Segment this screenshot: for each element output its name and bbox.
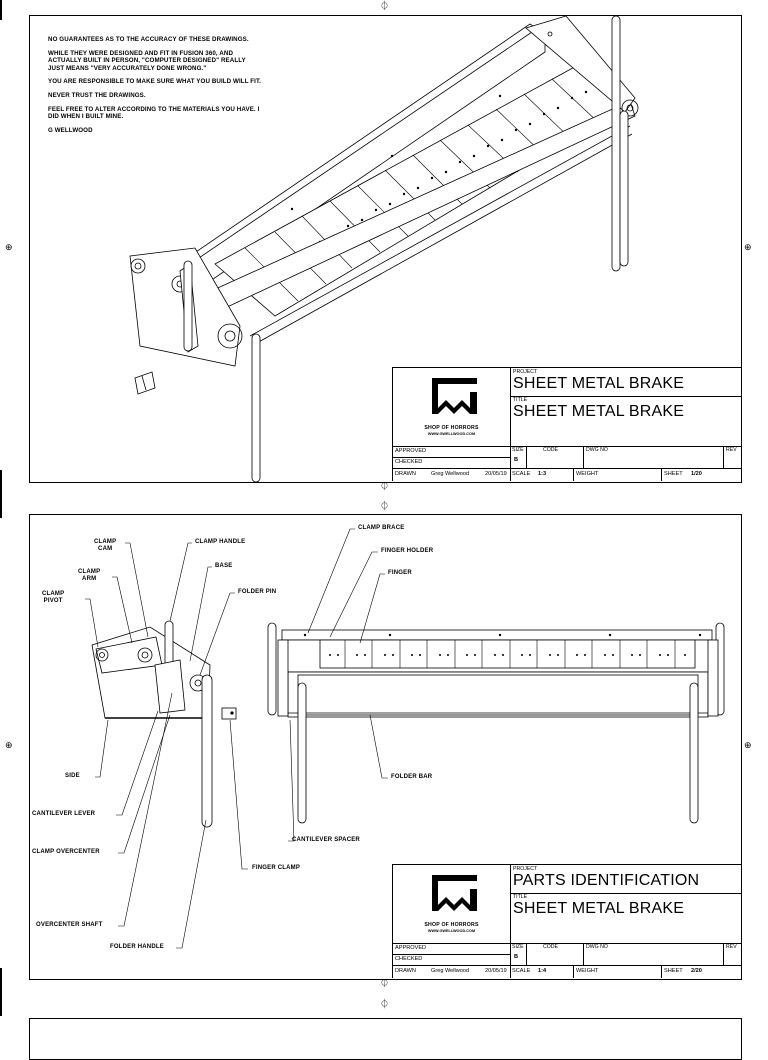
size-value: B (514, 954, 519, 960)
checked-field: CHECKED (395, 459, 423, 465)
note-line: NO GUARANTEES AS TO THE ACCURACY OF THES… (48, 36, 249, 43)
title-label: TITLE (513, 894, 528, 900)
title-label: TITLE (513, 397, 528, 403)
weight-label: WEIGHT (576, 471, 599, 477)
drawing-title: SHEET METAL BRAKE (513, 900, 685, 917)
label-finger: FINGER (388, 570, 412, 576)
center-mark-left: ⊕ (5, 740, 13, 750)
note-line: G WELLWOOD (48, 126, 93, 134)
rev-label: REV (726, 944, 737, 950)
size-label: SIZE (512, 447, 524, 453)
logo-url: WWW.GWELLWOOD.COM (427, 432, 476, 436)
drawn-by: Greg Wellwood (431, 968, 470, 974)
sheet-number: 2/20 (691, 968, 702, 974)
isometric-brake-drawing (129, 16, 639, 482)
logo-brand: SHOP OF HORRORS (424, 922, 479, 928)
drawing-sheet-2: CLAMP CAM CLAMP ARM CLAMP PIVOT CLAMP HA… (29, 514, 742, 980)
center-mark-left: ⊕ (5, 242, 13, 252)
label-folder-bar: FOLDER BAR (391, 774, 433, 780)
drawn-label: DRAWN (395, 471, 416, 477)
weight-label: WEIGHT (576, 968, 599, 974)
label-clamp-cam: CLAMP CAM (94, 539, 117, 552)
center-mark-top: ⏀ (380, 501, 390, 511)
note-line: YOU ARE RESPONSIBLE TO MAKE SURE WHAT YO… (48, 78, 261, 86)
code-label: CODE (543, 944, 558, 950)
drawing-sheet-1: NO GUARANTEES AS TO THE ACCURACY OF THES… (29, 15, 742, 483)
drawing-title: SHEET METAL BRAKE (513, 403, 685, 420)
label-finger-holder: FINGER HOLDER (381, 548, 434, 554)
label-clamp-handle: CLAMP HANDLE (195, 539, 246, 545)
code-label: CODE (543, 447, 558, 453)
checked-field: CHECKED (395, 956, 423, 962)
project-name: PARTS IDENTIFICATION (513, 872, 700, 889)
label-clamp-arm: CLAMP ARM (78, 569, 101, 582)
logo: SHOP OF HORRORS WWW.GWELLWOOD.COM (393, 368, 511, 446)
center-mark-right: ⊕ (744, 242, 752, 252)
title-block: SHOP OF HORRORS WWW.GWELLWOOD.COM PROJEC… (392, 864, 742, 978)
approved-field: APPROVED (395, 945, 427, 951)
label-clamp-overcenter: CLAMP OVERCENTER (32, 849, 100, 855)
label-side: SIDE (65, 773, 80, 779)
logo-brand: SHOP OF HORRORS (424, 425, 479, 431)
center-mark-bottom: ⏀ (380, 978, 390, 988)
sheet-label: SHEET (664, 968, 683, 974)
logo-url: WWW.GWELLWOOD.COM (427, 929, 476, 933)
project-label: PROJECT (513, 866, 538, 872)
size-label: SIZE (512, 944, 524, 950)
label-overcenter-shaft: OVERCENTER SHAFT (36, 922, 103, 928)
shop-of-horrors-logo-icon (432, 875, 477, 911)
center-mark-top: ⏀ (380, 1, 390, 11)
project-name: SHEET METAL BRAKE (513, 375, 685, 392)
page-edge-mark (0, 470, 2, 518)
note-line: NEVER TRUST THE DRAWINGS. (48, 91, 146, 99)
sheet-number: 1/20 (691, 471, 702, 477)
drawn-label: DRAWN (395, 968, 416, 974)
center-mark-top: ⏀ (380, 999, 390, 1009)
rev-label: REV (726, 447, 737, 453)
center-mark-right: ⊕ (744, 740, 752, 750)
size-value: B (514, 457, 519, 463)
dwg-no-label: DWG NO (586, 944, 608, 950)
center-mark-bottom: ⏀ (380, 481, 390, 491)
label-folder-handle: FOLDER HANDLE (110, 944, 164, 950)
label-clamp-pivot: CLAMP PIVOT (42, 591, 65, 604)
scale-label: SCALE (512, 471, 531, 477)
title-block: SHOP OF HORRORS WWW.GWELLWOOD.COM PROJEC… (392, 367, 742, 481)
logo: SHOP OF HORRORS WWW.GWELLWOOD.COM (393, 865, 511, 943)
dwg-no-label: DWG NO (586, 447, 608, 453)
note-line: FEEL FREE TO ALTER ACCORDING TO THE MATE… (48, 105, 260, 121)
drawn-by: Greg Wellwood (431, 471, 470, 477)
label-folder-pin: FOLDER PIN (238, 589, 277, 595)
scale-value: 1:3 (538, 471, 547, 477)
label-cantilever-spacer: CANTILEVER SPACER (292, 837, 360, 843)
page-edge-mark (0, 0, 2, 20)
disclaimer-notes: NO GUARANTEES AS TO THE ACCURACY OF THES… (48, 36, 263, 140)
page-edge-mark (0, 968, 2, 1016)
scale-label: SCALE (512, 968, 531, 974)
project-label: PROJECT (513, 369, 538, 375)
drawing-sheet-3 (29, 1018, 742, 1060)
label-base: BASE (215, 563, 233, 569)
label-cantilever-lever: CANTILEVER LEVER (32, 811, 96, 817)
shop-of-horrors-logo-icon (432, 378, 477, 414)
sheet-label: SHEET (664, 471, 683, 477)
drawn-date: 20/05/19 (485, 471, 507, 477)
note-line: WHILE THEY WERE DESIGNED AND FIT IN FUSI… (48, 49, 246, 72)
scale-value: 1:4 (538, 968, 547, 974)
approved-field: APPROVED (395, 448, 427, 454)
label-clamp-brace: CLAMP BRACE (358, 525, 405, 531)
parts-identification-drawing (85, 528, 725, 949)
label-finger-clamp: FINGER CLAMP (252, 865, 301, 871)
drawn-date: 20/05/19 (485, 968, 507, 974)
